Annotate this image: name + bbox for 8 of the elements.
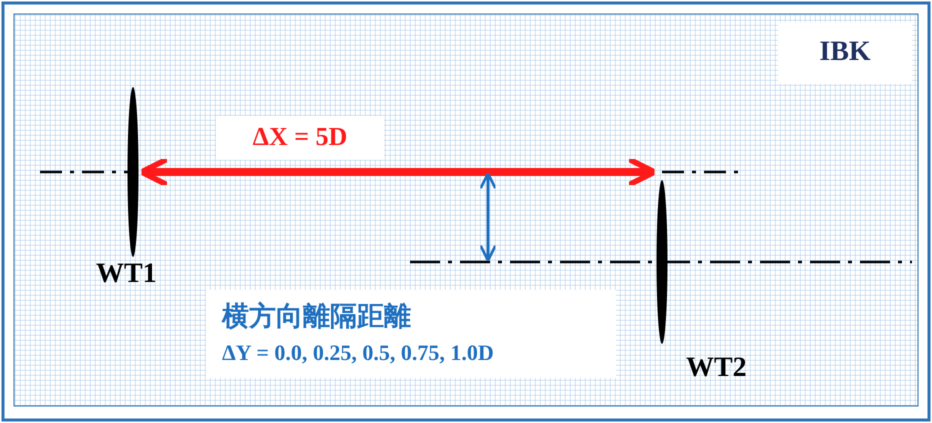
turbine-label: WT1 xyxy=(96,258,157,290)
turbine-label: WT2 xyxy=(686,352,747,384)
note-text: ΔY = 0.0, 0.25, 0.5, 0.75, 1.0D xyxy=(222,340,494,366)
dimension-label xyxy=(216,116,384,160)
heading: IBK xyxy=(818,36,872,68)
heading: ΔX = 5D xyxy=(252,122,348,152)
label-box xyxy=(778,22,912,84)
heading: 横方向離隔距離 xyxy=(222,300,411,334)
